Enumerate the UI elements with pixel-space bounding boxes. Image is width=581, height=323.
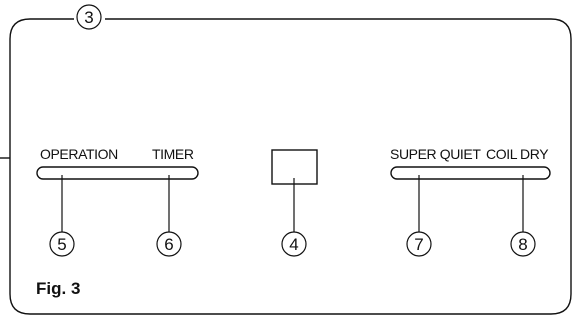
coil-dry-callout: 8 — [510, 231, 536, 257]
receiver-callout-number: 4 — [289, 235, 298, 254]
coil-dry-callout-number: 8 — [518, 235, 527, 254]
operation-callout: 5 — [49, 231, 75, 257]
timer-callout-number: 6 — [164, 235, 173, 254]
coil-dry-lamp-label: COIL DRY — [486, 146, 549, 162]
figure-caption: Fig. 3 — [36, 279, 80, 298]
timer-callout: 6 — [156, 231, 182, 257]
super-quiet-lamp-label: SUPER QUIET — [390, 146, 481, 162]
panel-callout-number: 3 — [84, 8, 93, 27]
left-indicator-strip — [36, 166, 199, 180]
super-quiet-callout-number: 7 — [414, 235, 423, 254]
operation-lamp-label: OPERATION — [40, 146, 118, 162]
timer-lamp-label: TIMER — [152, 146, 194, 162]
panel-outline — [9, 18, 572, 315]
receiver-callout: 4 — [281, 231, 307, 257]
operation-callout-number: 5 — [57, 235, 66, 254]
panel-callout: 3 — [76, 4, 102, 30]
right-indicator-strip — [390, 166, 551, 180]
super-quiet-callout: 7 — [406, 231, 432, 257]
